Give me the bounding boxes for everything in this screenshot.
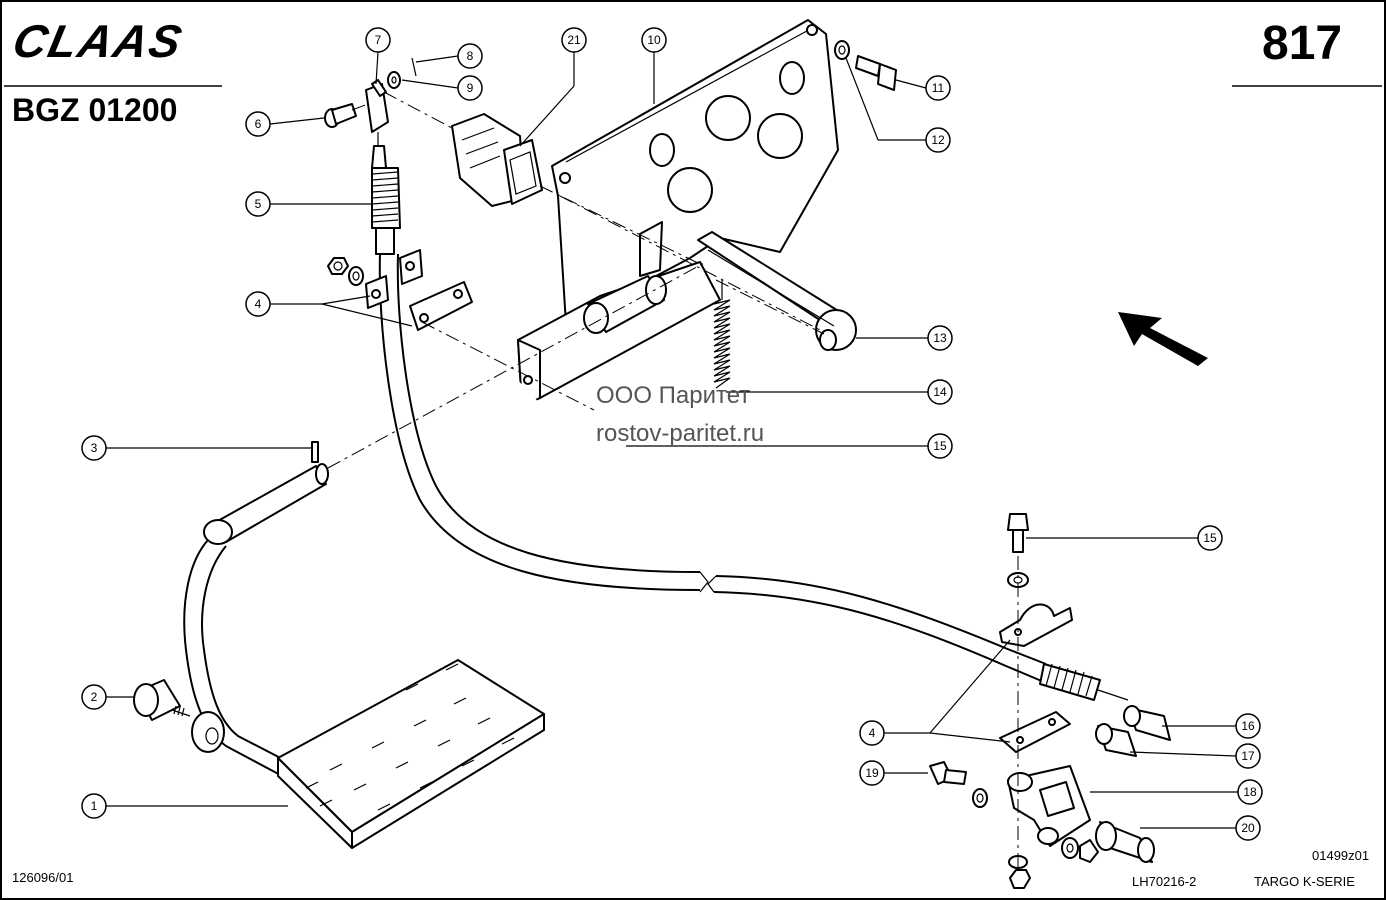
- leader-lines: [106, 51, 1238, 829]
- split-pin-and-washer: [387, 57, 417, 89]
- document-number: 126096/01: [12, 870, 74, 885]
- cable-clevis-upper: [365, 79, 389, 169]
- bracket-bolt: [929, 761, 988, 808]
- rubber-stop: [133, 679, 191, 721]
- pedal-pin: [311, 441, 319, 463]
- cable-clamp-lower: [999, 603, 1073, 647]
- callout-5: 5: [245, 191, 271, 217]
- svg-text:10: 10: [647, 33, 661, 47]
- callout-6: 6: [245, 111, 271, 137]
- svg-text:7: 7: [375, 33, 382, 47]
- callout-11: 11: [925, 75, 951, 101]
- callout-20: 20: [1235, 815, 1261, 841]
- svg-text:18: 18: [1243, 785, 1257, 799]
- svg-text:3: 3: [91, 441, 98, 455]
- assembly-lines: [327, 91, 1019, 870]
- clevis-pin: [324, 103, 357, 128]
- svg-text:19: 19: [865, 766, 879, 780]
- cable-thread-upper: [371, 167, 401, 255]
- svg-text:8: 8: [467, 49, 474, 63]
- image-number: 01499z01: [1312, 848, 1370, 863]
- model-series: TARGO K-SERIE: [1254, 874, 1355, 889]
- bracket-nut-washer: [327, 257, 364, 286]
- callout-7: 7: [365, 27, 391, 53]
- callout-16: 16: [1235, 713, 1261, 739]
- callout-12: 12: [925, 127, 951, 153]
- svg-text:13: 13: [933, 331, 947, 345]
- svg-text:21: 21: [567, 33, 581, 47]
- lower-nuts-washers: [1008, 837, 1099, 889]
- callout-15-upper: 15: [927, 433, 953, 459]
- brand-logo: CLAAS: [8, 15, 188, 67]
- cable-bracket-upper: [365, 249, 473, 331]
- watermark-company: ООО Паритет: [596, 382, 751, 409]
- callout-15-lower: 15: [1197, 525, 1223, 551]
- page-number: 817: [1262, 17, 1343, 70]
- callout-18: 18: [1237, 779, 1263, 805]
- cable-thread-lower: [1039, 663, 1129, 701]
- svg-text:16: 16: [1241, 719, 1255, 733]
- callout-4-upper: 4: [245, 291, 271, 317]
- svg-text:1: 1: [91, 799, 98, 813]
- pedal-arm: [183, 463, 329, 779]
- callout-8: 8: [457, 43, 483, 69]
- plate-bolt-and-washer: [834, 40, 897, 91]
- svg-text:9: 9: [467, 81, 474, 95]
- cable-clevis-lower: [1095, 705, 1171, 757]
- callout-1: 1: [81, 793, 107, 819]
- svg-text:12: 12: [931, 133, 945, 147]
- svg-text:15: 15: [1203, 531, 1217, 545]
- support-bracket: [1007, 765, 1091, 847]
- svg-text:11: 11: [932, 81, 945, 95]
- svg-text:5: 5: [255, 197, 262, 211]
- callout-4-lower: 4: [859, 720, 885, 746]
- svg-text:17: 17: [1241, 749, 1255, 763]
- svg-text:6: 6: [255, 117, 262, 131]
- svg-text:2: 2: [91, 690, 98, 704]
- svg-text:14: 14: [933, 385, 947, 399]
- callout-3: 3: [81, 435, 107, 461]
- svg-text:20: 20: [1241, 821, 1255, 835]
- mounting-plate: [551, 19, 839, 325]
- drawing-number: LH70216-2: [1132, 874, 1197, 889]
- pedal-plate: [277, 659, 545, 849]
- lever-arm: [697, 231, 857, 351]
- callout-19: 19: [859, 760, 885, 786]
- callout-2: 2: [81, 684, 107, 710]
- direction-arrow: [1118, 312, 1208, 366]
- cable-bracket-lower: [999, 711, 1071, 753]
- svg-text:4: 4: [869, 726, 876, 740]
- lower-bolt: [1007, 513, 1029, 588]
- group-code: BGZ 01200: [12, 92, 178, 128]
- throttle-cable: [378, 253, 1047, 683]
- callout-21: 21: [561, 27, 587, 53]
- spacer-tube: [1095, 821, 1155, 863]
- svg-text:4: 4: [255, 297, 262, 311]
- callout-17: 17: [1235, 743, 1261, 769]
- svg-text:15: 15: [933, 439, 947, 453]
- callout-13: 13: [927, 325, 953, 351]
- watermark-website: rostov-paritet.ru: [596, 420, 765, 447]
- callout-9: 9: [457, 75, 483, 101]
- electrical-connector: [451, 113, 543, 207]
- callout-10: 10: [641, 27, 667, 53]
- callout-14: 14: [927, 379, 953, 405]
